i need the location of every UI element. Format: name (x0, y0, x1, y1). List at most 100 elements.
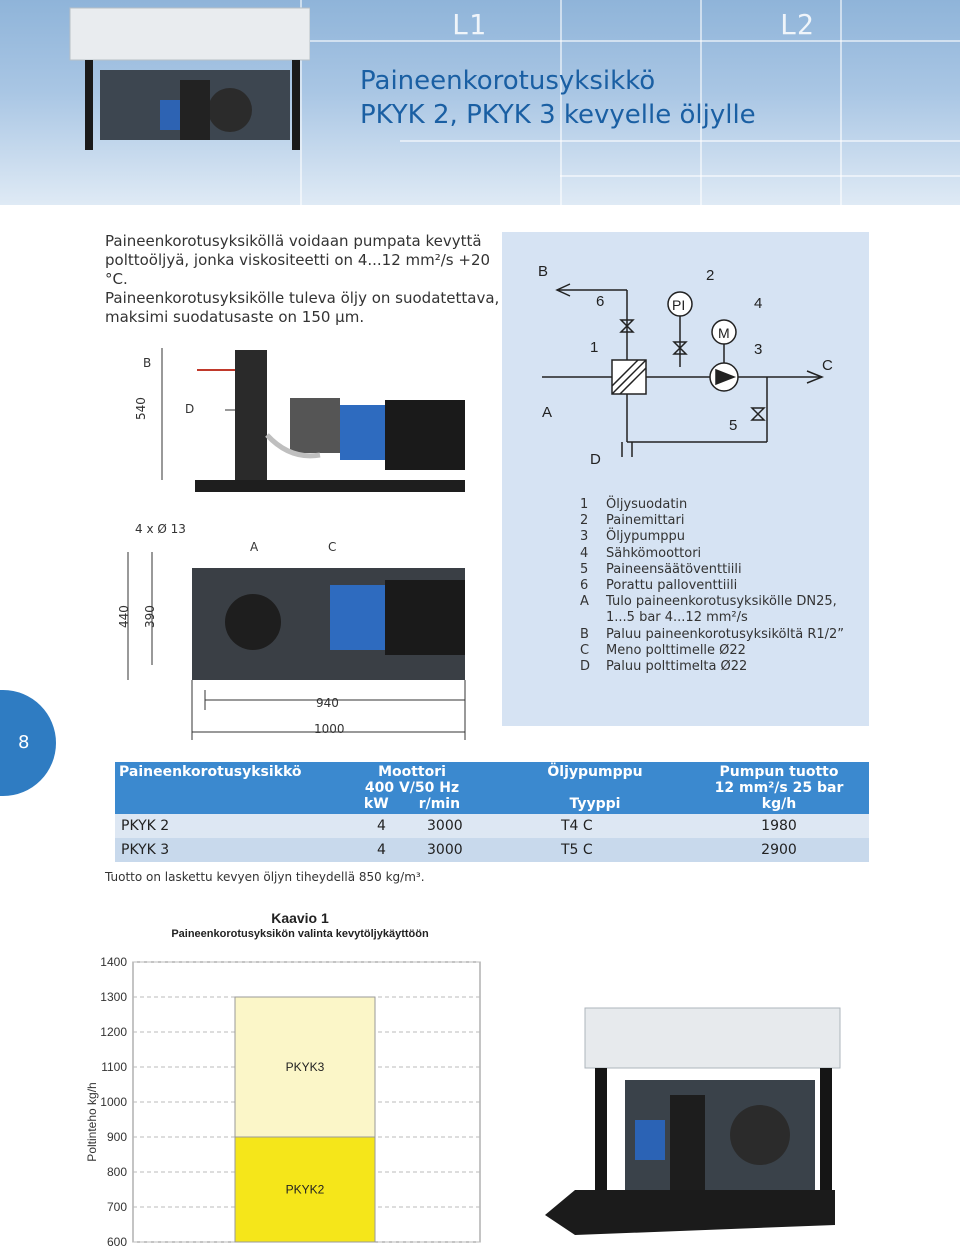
spec-table: Paineenkorotusyksikkö Moottori 400 V/50 … (115, 762, 869, 862)
intro-line: polttoöljyä, jonka viskositeetti on 4...… (105, 251, 491, 288)
legend-key: 1 (580, 497, 589, 512)
legend-key: 2 (580, 513, 589, 529)
y-tick-label: 1300 (100, 990, 127, 1004)
header-banner: L1 L2 (0, 0, 960, 205)
legend-key: D (580, 659, 591, 674)
cell-unit: PKYK 2 (115, 814, 323, 838)
footnote: Tuotto on laskettu kevyen öljyn tiheydel… (105, 870, 425, 884)
legend-item: D Paluu polttimelta Ø22 (580, 659, 747, 674)
schematic-label: C (822, 357, 833, 374)
side-label-b: B (143, 356, 152, 370)
chart-subtitle: Paineenkorotusyksikön valinta kevytöljyk… (171, 928, 429, 940)
dim-440: 440 (117, 605, 131, 628)
legend-item: 1 Öljysuodatin (580, 497, 687, 512)
chart-heading: Kaavio 1 Paineenkorotusyksikön valinta k… (150, 910, 450, 940)
legend-key: 6 (580, 578, 589, 593)
legend-item: 5 Paineensäätöventtiili (580, 562, 742, 577)
top-view-drawing (127, 552, 466, 740)
y-tick-label: 900 (107, 1130, 127, 1144)
schematic-label: 3 (754, 341, 762, 358)
schematic-label: 1 (590, 339, 598, 356)
legend-text: Meno polttimelle Ø22 (606, 642, 746, 658)
legend-text: Öljysuodatin (606, 497, 688, 512)
top-label-a: A (250, 540, 259, 554)
dim-940: 940 (316, 696, 339, 710)
top-label-c: C (328, 540, 337, 554)
hydraulic-schematic: B 2 6 PI 4 M 1 3 C A 5 D (538, 263, 833, 468)
y-axis-label: Poltinteho kg/h (85, 1082, 99, 1161)
table-header-row: Paineenkorotusyksikkö Moottori 400 V/50 … (115, 762, 869, 814)
dim-540: 540 (134, 397, 148, 420)
y-tick-label: 600 (107, 1235, 127, 1248)
intro-line: Paineenkorotusyksikölle tuleva öljy on s… (105, 289, 500, 307)
schematic-label: M (718, 325, 730, 341)
schematic-label: A (542, 404, 552, 421)
cell-flow: 1980 (689, 814, 869, 838)
schematic-label: 2 (706, 267, 714, 284)
legend-key: B (580, 626, 589, 642)
legend-key: C (580, 642, 590, 658)
chart-bar-pkyk3 (234, 996, 376, 1138)
y-tick-label: 1400 (100, 955, 127, 969)
bar-label: PKYK2 (286, 1183, 325, 1197)
th-unit: Paineenkorotusyksikkö (115, 762, 323, 814)
intro-line: Paineenkorotusyksiköllä voidaan pumpata … (105, 232, 482, 250)
y-tick-label: 1200 (100, 1025, 127, 1039)
legend-key: 4 (580, 545, 589, 561)
legend-item: 1...5 bar 4...12 mm²/s (580, 610, 748, 625)
product-photo-large (545, 1007, 841, 1235)
legend-text: Painemittari (606, 513, 685, 529)
dim-holes: 4 x Ø 13 (135, 522, 186, 536)
schematic-label: B (538, 263, 548, 280)
schematic-label: 6 (596, 293, 604, 310)
legend-text: Öljypumppu (606, 529, 686, 545)
schematic-label: 5 (729, 417, 737, 434)
y-tick-label: 800 (107, 1165, 127, 1179)
page-title: Paineenkorotusyksikkö PKYK 2, PKYK 3 kev… (360, 64, 810, 132)
side-view-drawing (161, 348, 465, 492)
legend-text: Tulo paineenkorotusyksikölle DN25, (606, 594, 837, 610)
bg-label-l1: L1 (452, 8, 486, 41)
th-pump: Öljypumppu Tyyppi (501, 762, 689, 814)
legend-key: 5 (580, 561, 589, 577)
legend-item: 4 Sähkömoottori (580, 546, 701, 561)
legend-key: 3 (580, 529, 589, 545)
intro-text: Paineenkorotusyksiköllä voidaan pumpata … (105, 232, 515, 327)
y-tick-label: 700 (107, 1200, 127, 1214)
legend-item: 2 Painemittari (580, 513, 684, 528)
legend-text: Paluu paineenkorotusyksiköltä R1/2” (606, 626, 845, 642)
page-title-line2: PKYK 2, PKYK 3 kevyelle öljylle (360, 100, 756, 130)
legend-item: A Tulo paineenkorotusyksikölle DN25, (580, 594, 837, 609)
schematic-label: D (590, 451, 601, 468)
dim-1000: 1000 (314, 722, 345, 736)
section-number: 8 (18, 732, 30, 753)
legend-text: Sähkömoottori (606, 545, 702, 561)
cell-unit: PKYK 3 (115, 838, 323, 862)
legend-item: B Paluu paineenkorotusyksiköltä R1/2” (580, 627, 844, 642)
legend-item: C Meno polttimelle Ø22 (580, 643, 746, 658)
legend-text: Paineensäätöventtiili (606, 561, 742, 577)
page-title-line1: Paineenkorotusyksikkö (360, 66, 656, 96)
schematic-label: PI (672, 297, 685, 313)
schematic-label: 4 (754, 295, 762, 312)
bar-label: PKYK3 (286, 1060, 325, 1074)
side-label-d: D (185, 402, 195, 416)
legend-text: 1...5 bar 4...12 mm²/s (606, 610, 748, 626)
legend-item: 3 Öljypumppu (580, 529, 685, 544)
legend-text: Porattu palloventtiili (606, 578, 738, 593)
chart-title: Kaavio 1 (271, 910, 329, 926)
y-tick-label: 1000 (100, 1095, 127, 1109)
product-photo (69, 7, 310, 150)
th-flow: Pumpun tuotto 12 mm²/s 25 bar kg/h (689, 762, 869, 814)
legend-text: Paluu polttimelta Ø22 (606, 659, 748, 674)
intro-line: maksimi suodatusaste on 150 µm. (105, 308, 365, 326)
y-tick-label: 1100 (101, 1060, 127, 1074)
legend-item: 6 Porattu palloventtiili (580, 578, 737, 593)
legend-key: A (580, 594, 589, 610)
